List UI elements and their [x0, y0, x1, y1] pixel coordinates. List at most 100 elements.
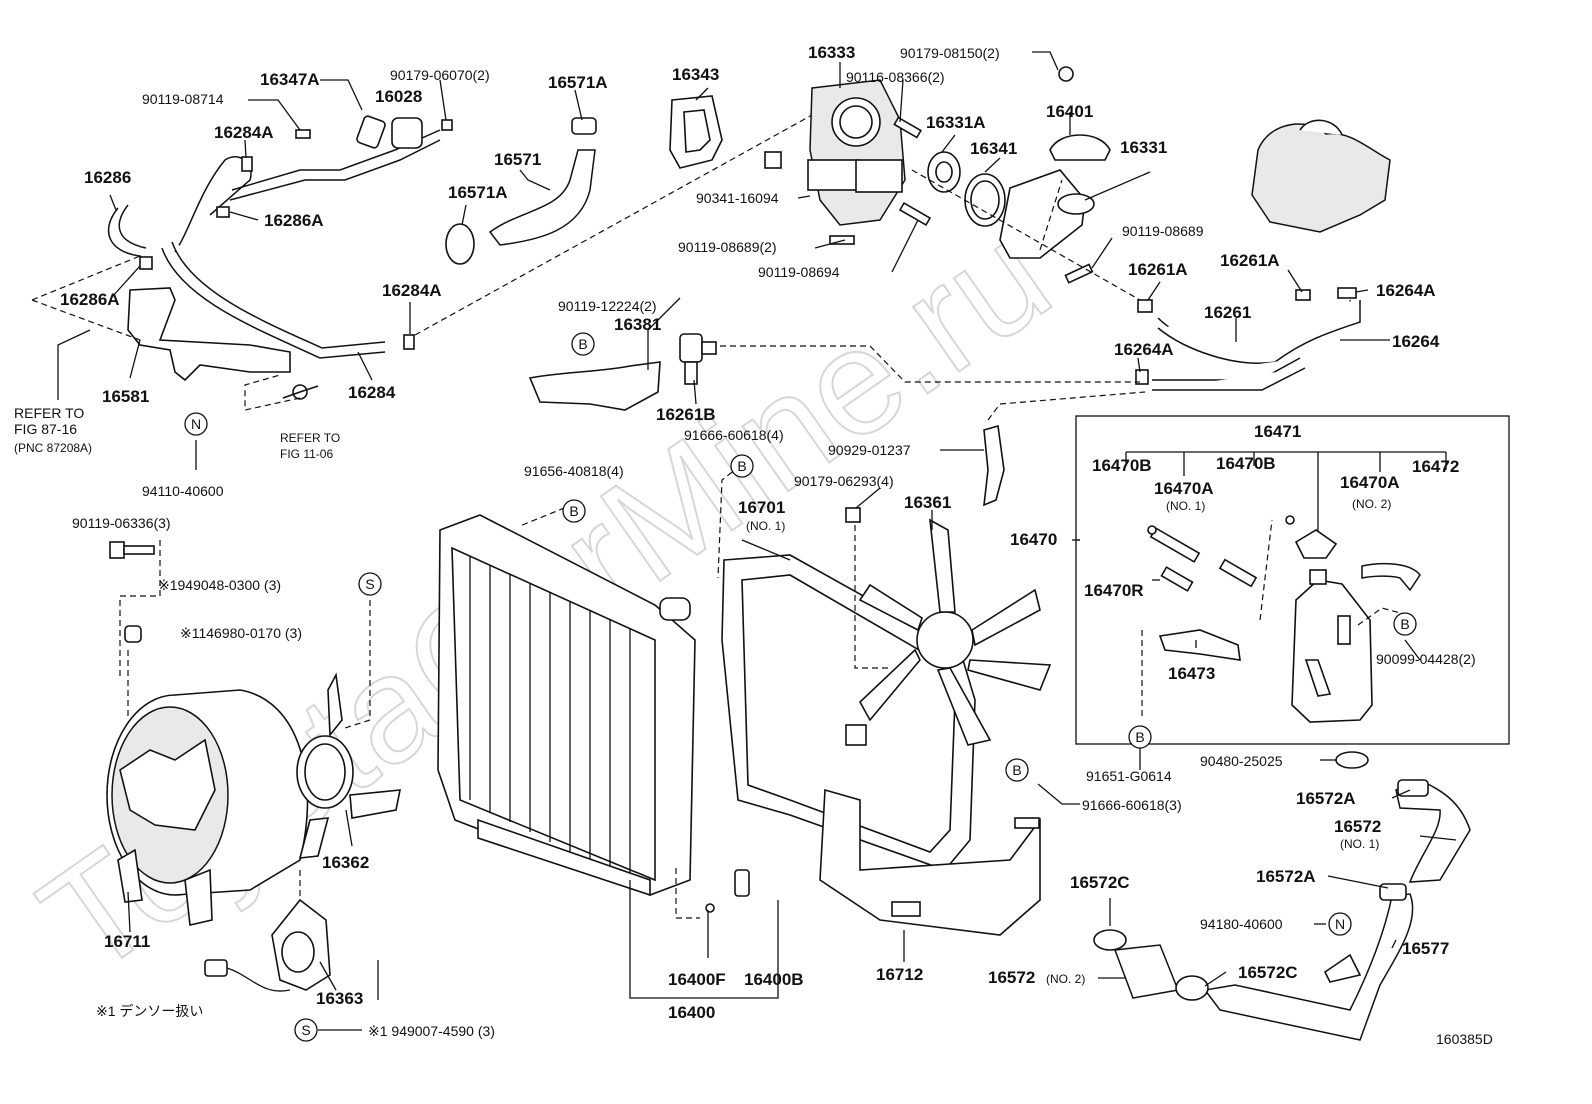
callout-label: B — [1400, 616, 1409, 632]
part-number-label: 16470A — [1154, 479, 1214, 498]
part-number-label: 16362 — [322, 853, 369, 872]
part-number-label: 16572 — [988, 968, 1035, 987]
part-number-label: 16286A — [60, 290, 120, 309]
part-number-label: 16400 — [668, 1003, 715, 1022]
part-number-label: 16470B — [1092, 456, 1152, 475]
part-number-label: 16712 — [876, 965, 923, 984]
part-number-label: 90119-08694 — [758, 264, 840, 280]
callout-label: B — [737, 458, 746, 474]
callouts — [184, 332, 1417, 1042]
part-number-label: 16572 — [1334, 817, 1381, 836]
note-label: ※1 949007-4590 (3) — [368, 1023, 495, 1039]
upper-left-hoses — [31, 66, 1391, 507]
note-label: ※1949048-0300 (3) — [158, 577, 281, 593]
part-number-label: 16261A — [1220, 251, 1280, 270]
note-label: FIG 11-06 — [280, 447, 333, 461]
part-number-label: 91656-40818(4) — [524, 463, 624, 479]
sub-label: (NO. 1) — [1340, 837, 1379, 851]
note-label: ※1 デンソー扱い — [96, 1003, 203, 1019]
callout-label: S — [365, 576, 374, 592]
part-number-label: 16284A — [214, 123, 274, 142]
part-number-label: 16286A — [264, 211, 324, 230]
part-number-label: 16333 — [808, 43, 855, 62]
part-number-label: 16261B — [656, 405, 716, 424]
part-number-label: 90480-25025 — [1200, 753, 1283, 769]
part-number-label: 16401 — [1046, 102, 1093, 121]
part-number-label: 16572C — [1238, 963, 1298, 982]
part-number-label: 94110-40600 — [142, 483, 224, 499]
part-number-label: 16347A — [260, 70, 320, 89]
part-number-label: 16363 — [316, 989, 363, 1008]
part-number-label: 16571A — [448, 183, 508, 202]
part-number-label: 16331 — [1120, 138, 1167, 157]
part-number-label: 16284A — [382, 281, 442, 300]
part-number-label: 16711 — [104, 932, 150, 951]
part-number-label: 91666-60618(3) — [1082, 797, 1182, 813]
part-number-label: 16341 — [970, 139, 1017, 158]
part-number-label: 90179-08150(2) — [900, 45, 1000, 61]
part-number-label: 90179-06070(2) — [390, 67, 490, 83]
part-number-label: 16470B — [1216, 454, 1276, 473]
part-number-label: 90099-04428(2) — [1376, 651, 1476, 667]
part-number-label: 16361 — [904, 493, 951, 512]
part-number-label: 16473 — [1168, 664, 1215, 683]
note-label: FIG 87-16 — [14, 421, 77, 437]
part-number-label: 16572A — [1296, 789, 1356, 808]
part-number-label: 16284 — [348, 383, 396, 402]
figure-id: 160385D — [1436, 1031, 1493, 1047]
part-number-label: 91651-G0614 — [1086, 768, 1172, 784]
part-number-label: 16400B — [744, 970, 804, 989]
part-number-label: 16261 — [1204, 303, 1251, 322]
callout-label: S — [301, 1022, 310, 1038]
part-number-label: 16581 — [102, 387, 149, 406]
part-number-label: 90119-06336(3) — [72, 515, 171, 531]
reservoir-assembly — [1075, 415, 1510, 1041]
part-number-label: 90179-06293(4) — [794, 473, 894, 489]
part-number-label: 16381 — [614, 315, 661, 334]
leader-lines — [57, 51, 1457, 1031]
part-number-label: 16264A — [1376, 281, 1436, 300]
note-label: REFER TO — [14, 405, 84, 421]
sub-label: (NO. 1) — [746, 519, 785, 533]
callout-label: B — [569, 503, 578, 519]
part-number-label: 16343 — [672, 65, 719, 84]
part-number-label: 16470A — [1340, 473, 1400, 492]
part-number-label: 16572C — [1070, 873, 1130, 892]
part-number-label: 16472 — [1412, 457, 1459, 476]
part-number-label: 90341-16094 — [696, 190, 779, 206]
callout-label: B — [578, 336, 587, 352]
note-label: REFER TO — [280, 431, 340, 445]
callout-label: N — [1335, 916, 1345, 932]
part-number-label: 16470 — [1010, 530, 1057, 549]
part-number-label: 16572A — [1256, 867, 1316, 886]
part-number-label: 16577 — [1402, 939, 1449, 958]
part-number-label: 16701 — [738, 498, 785, 517]
part-number-label: 94180-40600 — [1200, 916, 1283, 932]
part-number-label: 90119-08714 — [142, 91, 224, 107]
part-number-label: 16261A — [1128, 260, 1188, 279]
note-label: (PNC 87208A) — [14, 441, 92, 455]
sub-label: (NO. 1) — [1166, 499, 1205, 513]
part-number-label: 16571 — [494, 150, 541, 169]
part-number-label: 90116-08366(2) — [846, 69, 945, 85]
part-number-label: 16400F — [668, 970, 726, 989]
part-number-label: 91666-60618(4) — [684, 427, 784, 443]
part-number-label: 90119-12224(2) — [558, 298, 657, 314]
sub-label: (NO. 2) — [1352, 497, 1391, 511]
radiator-assembly — [437, 465, 1052, 999]
sub-label: (NO. 2) — [1046, 972, 1085, 986]
part-number-label: 16028 — [375, 87, 422, 106]
part-number-label: 16331A — [926, 113, 986, 132]
part-number-label: 90119-08689(2) — [678, 239, 777, 255]
callout-label: B — [1135, 729, 1144, 745]
callout-label: B — [1012, 762, 1021, 778]
part-number-label: 16471 — [1254, 422, 1301, 441]
part-number-label: 16264 — [1392, 332, 1440, 351]
part-number-label: 90929-01237 — [828, 442, 911, 458]
electric-fan-assembly — [106, 540, 401, 992]
callout-label: N — [191, 416, 201, 432]
part-labels: 16347A 90179-06070(2) 16571A 16343 16333 9017… — [14, 43, 1493, 1047]
part-number-label: 16571A — [548, 73, 608, 92]
